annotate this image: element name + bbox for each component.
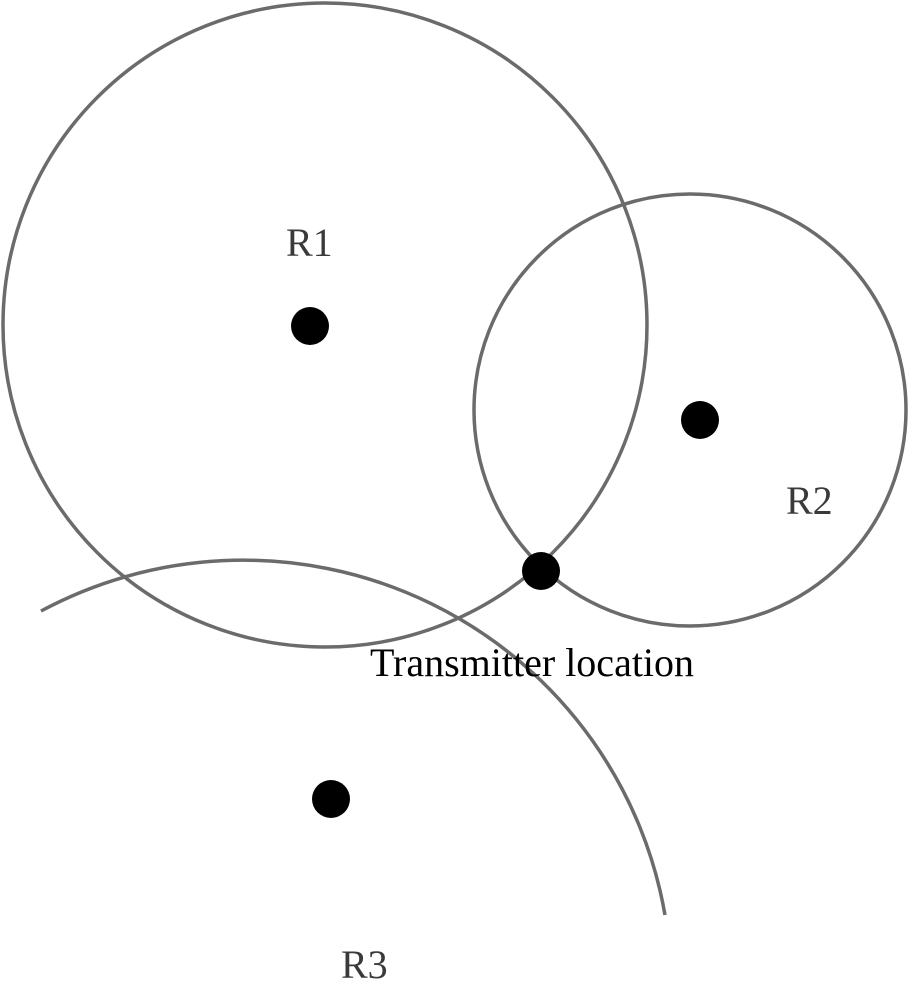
r3-label: R3 (341, 942, 388, 984)
transmitter-label: Transmitter location (370, 640, 694, 685)
r3-receiver-dot (312, 780, 350, 818)
r2-label: R2 (786, 478, 833, 523)
r2-range-circle (472, 192, 908, 628)
r1-range-circle (1, 1, 649, 649)
r1-label: R1 (286, 220, 333, 265)
r2-receiver-dot (681, 401, 719, 439)
r3-range-arc (40, 558, 667, 916)
r1-receiver-dot (291, 307, 329, 345)
transmitter-dot (522, 552, 560, 590)
